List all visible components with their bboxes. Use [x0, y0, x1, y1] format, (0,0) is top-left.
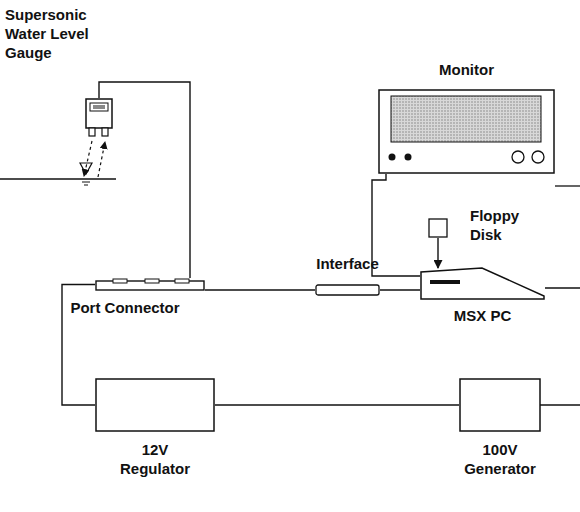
cable	[545, 287, 580, 288]
device-label: 100V Generator	[445, 440, 555, 478]
device-shape	[95, 278, 205, 291]
device-shape	[85, 98, 113, 138]
device-label: MSX PC	[420, 306, 545, 325]
device-node: MSX PC	[420, 266, 545, 300]
device-label: 12V Regulator	[110, 440, 200, 478]
water-level-symbol	[82, 182, 90, 183]
cable-connector	[380, 289, 420, 290]
cable-connector	[205, 289, 315, 290]
device-node: Floppy Disk	[428, 218, 448, 238]
cable-connector	[215, 404, 459, 405]
cable-connector	[437, 238, 438, 268]
device-node: 12V Regulator	[95, 378, 215, 432]
device-label: Floppy Disk	[470, 206, 532, 244]
device-label: Supersonic Water Level Gauge	[5, 5, 117, 62]
device-shape	[420, 266, 545, 300]
ultrasonic-beam	[98, 142, 105, 177]
device-node: 100V Generator	[459, 378, 541, 432]
device-node: Port Connector	[95, 278, 205, 291]
cable	[540, 404, 580, 405]
device-node: Monitor	[378, 89, 555, 174]
device-label: Port Connector	[35, 298, 215, 317]
ultrasonic-beam	[84, 141, 92, 176]
device-label: Monitor	[378, 60, 555, 79]
water-level-symbol	[84, 185, 88, 186]
device-shape	[95, 378, 215, 432]
device-node: Supersonic Water Level Gauge	[85, 98, 113, 138]
device-shape	[315, 284, 380, 296]
cable-connector	[372, 174, 420, 276]
device-shape	[428, 218, 448, 238]
device-shape	[459, 378, 541, 432]
cable	[555, 185, 580, 186]
device-node: Interface	[315, 284, 380, 296]
device-shape	[378, 89, 555, 174]
device-label: Interface	[290, 254, 405, 273]
water-surface	[0, 178, 116, 180]
